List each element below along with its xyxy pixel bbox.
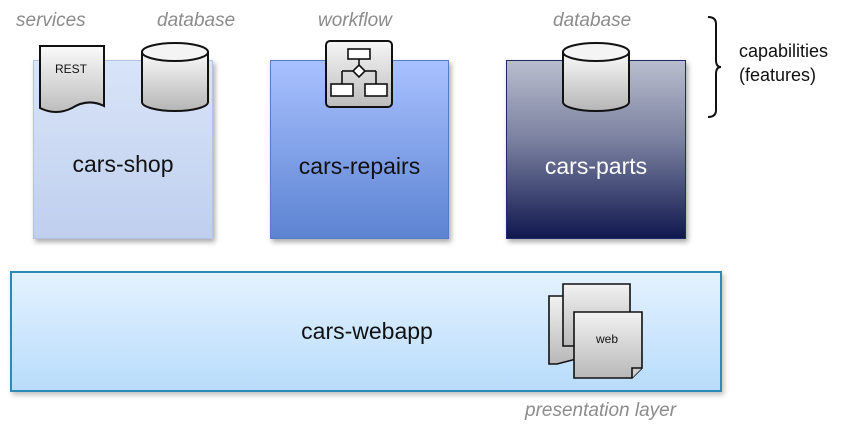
caption-workflow: workflow xyxy=(318,10,392,31)
cars-repairs-label: cars-repairs xyxy=(298,153,421,179)
capabilities-label: capabilities (features) xyxy=(739,39,828,87)
brace-icon xyxy=(707,16,722,118)
caption-database-parts: database xyxy=(553,10,632,31)
rest-label: REST xyxy=(55,62,88,76)
cars-webapp-label: cars-webapp xyxy=(301,318,433,344)
caption-presentation-layer: presentation layer xyxy=(525,400,677,421)
flowchart-icon xyxy=(325,40,393,108)
web-label: web xyxy=(596,332,619,346)
documents-stack-icon xyxy=(548,283,643,379)
cars-shop-label: cars-shop xyxy=(72,151,174,177)
capabilities-line-1: capabilities xyxy=(739,41,829,61)
capabilities-line-2: (features) xyxy=(739,65,817,85)
database-icon xyxy=(141,42,209,112)
caption-database-shop: database xyxy=(157,10,236,31)
document-icon xyxy=(39,45,105,113)
cars-parts-label: cars-parts xyxy=(544,153,648,179)
caption-services: services xyxy=(16,10,86,31)
database-icon xyxy=(562,42,630,112)
